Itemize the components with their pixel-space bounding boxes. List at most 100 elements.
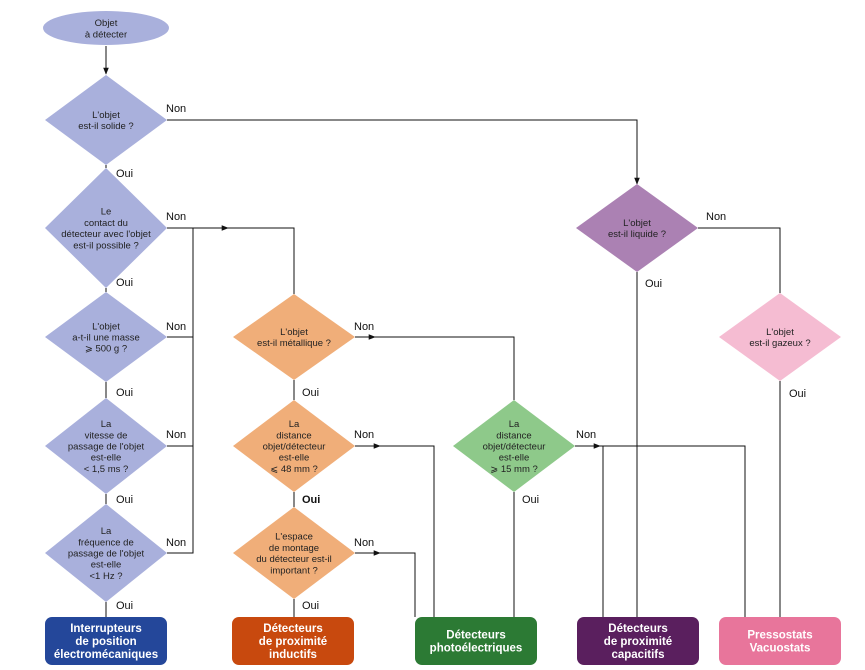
edge-non-bus xyxy=(167,227,194,554)
decision-text: de montage xyxy=(269,543,319,554)
result-text: de position xyxy=(75,636,136,648)
branch-label-oui: Oui xyxy=(302,494,320,506)
decision-diamond xyxy=(233,400,355,492)
decision-text: La xyxy=(289,419,300,430)
decision-text: La xyxy=(509,419,520,430)
decision-text: ⩾ 500 g ? xyxy=(85,344,127,355)
decision-text: fréquence de xyxy=(78,537,133,548)
result-box xyxy=(415,617,537,665)
decision-diamond xyxy=(45,292,167,382)
decision-diamond xyxy=(45,168,167,288)
decision-text: L'objet xyxy=(92,110,120,121)
decision-text: objet/détecteur xyxy=(263,442,326,453)
decision-diamond xyxy=(453,400,575,492)
branch-label-non: Non xyxy=(166,103,186,115)
decision-text: est-il possible ? xyxy=(73,240,138,251)
decision-text: est-il liquide ? xyxy=(608,229,666,240)
connector-lines xyxy=(103,46,781,617)
branch-label-oui: Oui xyxy=(789,388,806,400)
decision-text: Le xyxy=(101,207,112,218)
decision-text: est-elle xyxy=(91,453,122,464)
decision-text: passage de l'objet xyxy=(68,549,145,560)
decision-text: ⩽ 48 mm ? xyxy=(270,464,318,475)
decision-text: distance xyxy=(496,430,531,441)
result-text: Détecteurs xyxy=(608,623,667,635)
result-text: inductifs xyxy=(269,649,317,661)
edge-solide-non xyxy=(167,119,640,185)
branch-label-oui: Oui xyxy=(302,387,319,399)
branch-label-non: Non xyxy=(166,211,186,223)
edge-to-metallique xyxy=(228,227,295,294)
result-box xyxy=(45,617,167,665)
result-text: Pressostats xyxy=(747,630,812,642)
branch-label-oui: Oui xyxy=(116,600,133,612)
decision-text: L'objet xyxy=(92,321,120,332)
decision-text: L'espace xyxy=(275,532,313,543)
edge-distance48-non xyxy=(380,445,435,617)
result-text: électromécaniques xyxy=(54,649,158,661)
branch-label-non: Non xyxy=(166,321,186,333)
decision-text: est-elle xyxy=(91,560,122,571)
decision-text: objet/détecteur xyxy=(483,442,546,453)
start-node-text: Objet xyxy=(95,18,118,29)
result-text: Détecteurs xyxy=(446,630,505,642)
branch-label-oui: Oui xyxy=(116,168,133,180)
decision-text: est-elle xyxy=(279,453,310,464)
decision-text: a-t-il une masse xyxy=(72,333,140,344)
decision-text: contact du xyxy=(84,218,128,229)
decision-text: du détecteur est-il xyxy=(256,554,332,565)
decision-text: détecteur avec l'objet xyxy=(61,229,151,240)
decision-text: La xyxy=(101,419,112,430)
result-box xyxy=(232,617,354,665)
decision-text: important ? xyxy=(270,565,318,576)
decision-diamond xyxy=(45,504,167,602)
decision-text: est-elle xyxy=(499,453,530,464)
decision-text: L'objet xyxy=(623,218,651,229)
decision-diamond xyxy=(233,294,355,380)
decision-text: est-il solide ? xyxy=(78,121,133,132)
decision-text: <1 Hz ? xyxy=(89,571,122,582)
result-text: capacitifs xyxy=(611,649,664,661)
decision-diamond xyxy=(576,184,698,272)
branch-label-non: Non xyxy=(354,537,374,549)
decision-text: L'objet xyxy=(766,327,794,338)
decision-text: est-il métallique ? xyxy=(257,338,331,349)
branch-label-oui: Oui xyxy=(645,278,662,290)
branch-label-oui: Oui xyxy=(302,600,319,612)
decision-text: vitesse de xyxy=(85,430,128,441)
decision-diamond xyxy=(45,75,167,165)
decision-text: ⩾ 15 mm ? xyxy=(490,464,538,475)
decision-diamond xyxy=(233,507,355,599)
branch-label-oui: Oui xyxy=(522,494,539,506)
edge-metallique-non xyxy=(375,336,515,400)
decision-text: passage de l'objet xyxy=(68,442,145,453)
decision-text: distance xyxy=(276,430,311,441)
branch-label-non: Non xyxy=(354,429,374,441)
result-text: photoélectriques xyxy=(430,643,523,655)
result-text: Interrupteurs xyxy=(70,623,142,635)
result-text: Détecteurs xyxy=(263,623,322,635)
start-node-text: à détecter xyxy=(85,29,127,40)
edge-liquide-non xyxy=(698,227,781,293)
branch-label-non: Non xyxy=(576,429,596,441)
result-text: de proximité xyxy=(259,636,327,648)
result-text: de proximité xyxy=(604,636,672,648)
